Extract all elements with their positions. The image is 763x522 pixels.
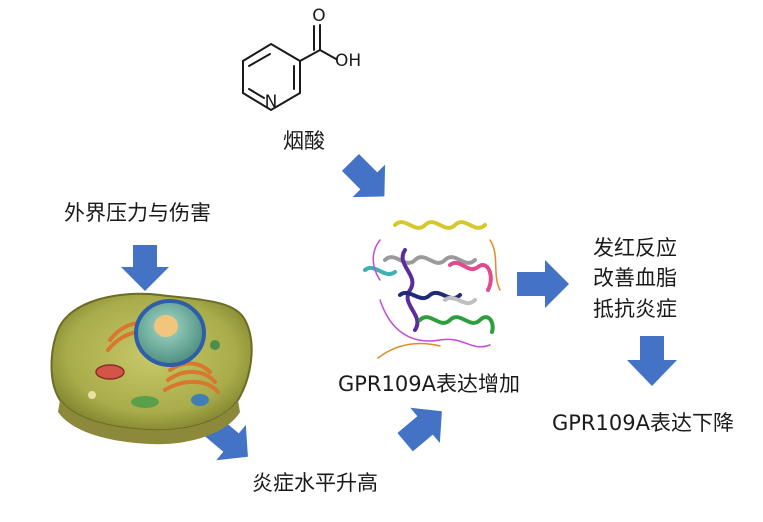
mitochondrion-1 [95,364,125,380]
ring-double-bond-1 [248,53,271,67]
receptor-decrease-label: GPR109A表达下降 [552,411,734,435]
arrow-protein-to-effects [517,260,569,308]
receptor-increase-label: GPR109A表达增加 [338,372,520,396]
helix-purple [400,248,420,332]
vesicle-1 [88,391,96,399]
cell-edge [58,400,240,445]
hydroxyl-bond [319,49,337,60]
inflammation-label: 炎症水平升高 [252,471,378,495]
loop-pink [372,239,381,281]
effect-lipids: 改善血脂 [593,266,677,290]
helix-yellow [393,220,487,230]
arrow-effects-to-decrease [627,336,677,386]
arrow-molecule-to-protein [341,153,386,198]
helix-green [418,315,495,334]
helix-magenta [448,261,493,292]
nucleolus [154,315,178,337]
loop-orange [377,342,441,359]
helix-teal [363,266,397,276]
arrow-stress-to-cell [121,245,169,291]
vesicle-blue [191,394,209,406]
atom-o: O [312,6,325,26]
loop-violet [379,299,491,348]
molecule-name: 烟酸 [283,129,325,153]
vesicle-green [131,396,159,408]
atom-n: N [265,92,278,112]
ring-double-bond-3 [248,88,265,99]
stress-label: 外界压力与伤害 [64,201,211,225]
arrow-inflammation-to-protein [397,407,442,452]
helix-silver [443,296,477,306]
effect-anti-inflammation: 抵抗炎症 [593,297,677,321]
vesicle-2 [210,340,220,350]
carboxyl-bond [299,49,321,62]
loop-orange-2 [489,239,501,291]
helix-gray [383,255,477,265]
atom-oh: OH [335,51,361,71]
effect-flushing: 发红反应 [593,236,677,260]
